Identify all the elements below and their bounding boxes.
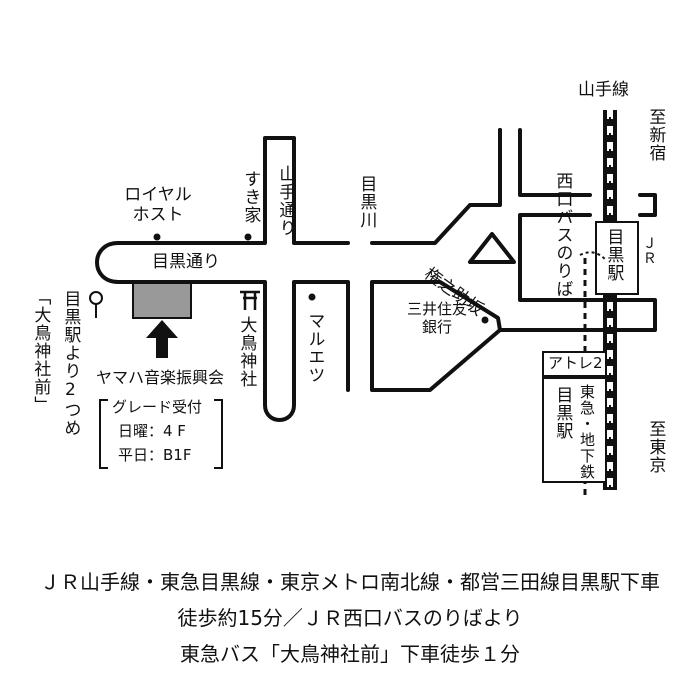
otori-shrine-label: 大鳥神社: [236, 316, 257, 388]
yamaha-label: ヤマハ音楽振興会: [96, 368, 225, 387]
reception-sunday: 日曜：4 F: [118, 422, 186, 440]
tokyu-meguro-label: 目黒駅: [552, 386, 573, 440]
royal-host-label: ロイヤルホスト: [124, 185, 192, 226]
jr-label: ＪＲ: [640, 236, 657, 266]
jr-meguro-label: 目黒駅: [603, 228, 624, 282]
directions-line-1: ＪＲ山手線・東急目黒線・東京メトロ南北線・都営三田線目黒駅下車: [40, 570, 660, 594]
meguro-river-label: 目黒川: [356, 175, 377, 229]
arrow-icon: [146, 320, 178, 358]
meguro-dori-road: [116, 128, 657, 392]
atre2-box: [542, 351, 607, 377]
directions-line-2: 徒歩約15分／ＪＲ西口バスのりばより: [177, 606, 523, 630]
sukiya-label: すき家: [240, 170, 261, 224]
atre-label: アトレ2: [548, 354, 603, 372]
bank-marker: [481, 316, 489, 324]
royal-host-marker: [153, 233, 161, 241]
yamanote-line-label: 山手線: [578, 80, 629, 100]
sukiya-marker: [244, 233, 252, 241]
directions-line-3: 東急バス「大鳥神社前」下車徒歩１分: [180, 642, 520, 666]
bus-terminal-label: 西口バスのりば: [552, 172, 573, 298]
meguro-dori-label: 目黒通り: [152, 252, 220, 272]
bank-label: 三井住友銀行: [406, 300, 467, 336]
torii-icon: [240, 290, 260, 310]
to-shinjuku-label: 至新宿: [645, 108, 666, 162]
to-tokyo-label: 至東京: [645, 420, 666, 474]
reception-bracket: [99, 399, 223, 469]
yamaha-building: [132, 282, 192, 319]
jr-meguro-station-box: [595, 221, 639, 295]
bus-distance-label: 目黒駅より2つめ: [60, 290, 81, 437]
yamate-dori-label: 山手通り: [275, 165, 296, 237]
maruetsu-label: マルエツ: [304, 312, 325, 384]
tokyu-sub-label: 東急・地下鉄: [578, 384, 596, 480]
reception-weekday: 平日：B1F: [118, 446, 192, 464]
reception-title: グレード受付: [112, 398, 203, 416]
traffic-island: [468, 232, 516, 264]
bus-stop-icon: [89, 291, 103, 305]
maruetsu-marker: [308, 293, 316, 301]
bus-stop-name: 「大鳥神社前」: [30, 288, 51, 414]
tokyu-meguro-station-box: [542, 377, 607, 483]
